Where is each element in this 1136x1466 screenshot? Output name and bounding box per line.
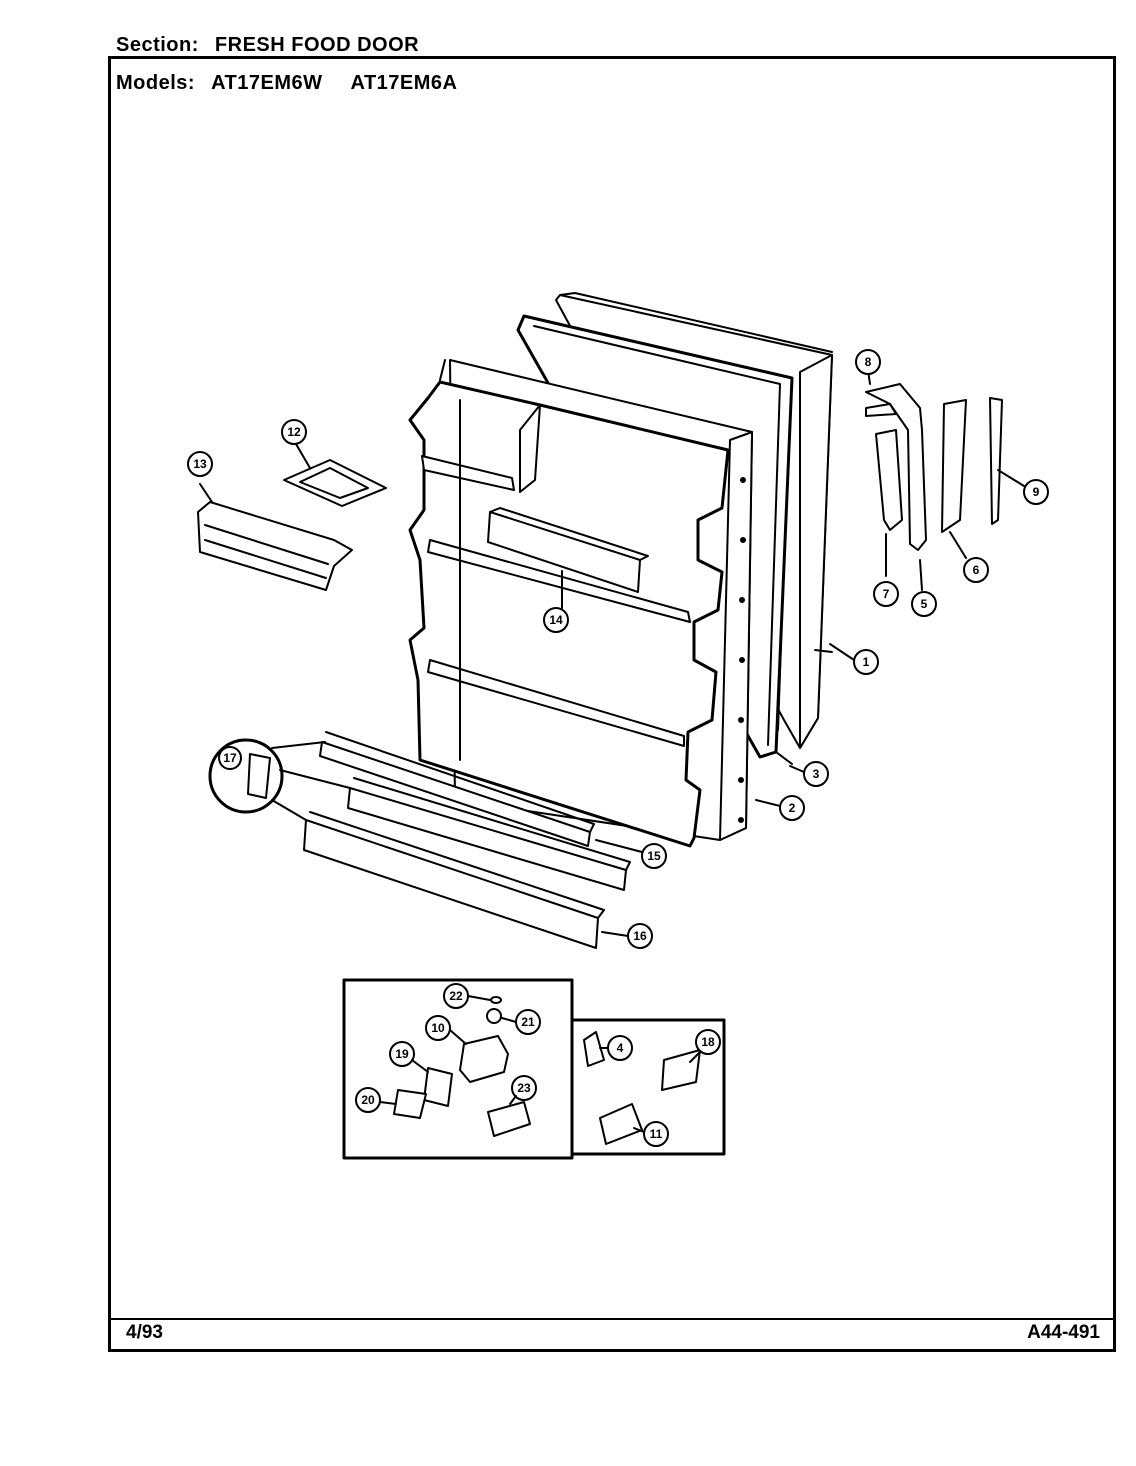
callout-8	[855, 349, 881, 375]
callout-label: 3	[813, 767, 820, 781]
callout-10	[425, 1015, 467, 1045]
callout-15	[595, 839, 667, 869]
callout-6	[963, 557, 989, 583]
callout-5	[911, 591, 937, 617]
model-number: AT17EM6A	[350, 72, 458, 94]
callout-20	[355, 1087, 397, 1113]
callout-label: 10	[431, 1021, 445, 1035]
callout-label: 4	[617, 1041, 624, 1055]
callout-18	[689, 1029, 721, 1063]
callout-12	[281, 419, 307, 445]
part-egg-tray	[283, 443, 387, 507]
callout-label: 19	[395, 1047, 409, 1061]
callout-bubbles	[187, 349, 1049, 1147]
models-label: Models:	[116, 72, 196, 94]
callout-label: 6	[973, 563, 980, 577]
callout-label: 16	[633, 929, 647, 943]
part-door-liner-shelves	[408, 359, 730, 848]
part-shelf-rail	[487, 507, 649, 609]
section-heading: Section: FRESH FOOD DOOR	[116, 34, 419, 57]
callout-7	[873, 581, 899, 607]
callout-16	[601, 923, 653, 949]
callout-22	[443, 983, 491, 1009]
callout-11	[633, 1121, 669, 1147]
callout-14	[543, 607, 569, 633]
callout-2	[755, 795, 805, 821]
date-code: 4/93	[126, 1322, 163, 1343]
section-value: FRESH FOOD DOOR	[214, 34, 420, 56]
callout-label: 22	[449, 989, 463, 1003]
callout-3	[789, 761, 829, 787]
callout-1	[829, 643, 879, 675]
callout-label: 17	[223, 751, 237, 765]
callout-13	[187, 451, 213, 477]
callout-label: 15	[647, 849, 661, 863]
callout-label: 5	[921, 597, 928, 611]
callout-4	[599, 1035, 633, 1061]
callout-label: 9	[1033, 485, 1040, 499]
section-label: Section:	[116, 34, 199, 56]
callout-label: 7	[883, 587, 890, 601]
callout-19	[389, 1041, 429, 1073]
callout-17	[218, 746, 242, 770]
callout-label: 1	[863, 655, 870, 669]
part-dairy-compartment	[197, 483, 353, 591]
callout-9	[1023, 479, 1049, 505]
part-handle-assembly	[865, 369, 1025, 591]
callout-label: 23	[517, 1081, 531, 1095]
models-heading: Models: AT17EM6W AT17EM6A	[116, 72, 457, 95]
hinge-parts-box	[342, 978, 726, 1160]
callout-label: 14	[549, 613, 563, 627]
diagram-frame	[108, 56, 1116, 1352]
drawing-number: A44-491	[1027, 1322, 1100, 1343]
callout-23	[509, 1075, 537, 1105]
callout-label: 11	[650, 1127, 663, 1141]
part-door-shelf-bar	[303, 731, 631, 949]
model-number: AT17EM6W	[211, 72, 323, 94]
callout-label: 18	[701, 1035, 715, 1049]
callout-label: 21	[521, 1015, 535, 1029]
footer-divider	[108, 1318, 1116, 1320]
callout-21	[501, 1009, 541, 1035]
callout-label: 2	[789, 801, 796, 815]
callout-label: 20	[361, 1093, 375, 1107]
callout-label: 12	[287, 425, 301, 439]
callout-label: 13	[193, 457, 207, 471]
callout-label: 8	[865, 355, 872, 369]
